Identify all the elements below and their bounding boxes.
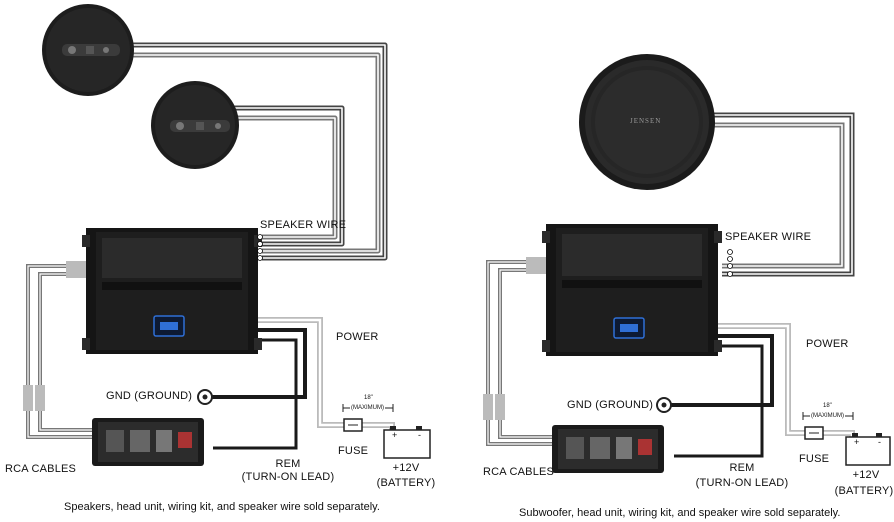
left-rca-label: RCA CABLES [5,463,77,475]
subwoofer-brand-logo: JENSEN [630,117,662,125]
left-battery-plus: + [392,430,398,440]
left-wiring-diagram [23,4,431,466]
left-caption: Speakers, head unit, wiring kit, and spe… [64,501,380,513]
left-fuse-label: FUSE [338,445,369,457]
left-head-unit [92,418,204,466]
left-speaker-wire-label: SPEAKER WIRE [260,219,347,231]
right-rca-cables [483,257,552,446]
right-battery-plus: + [854,437,860,447]
right-head-unit [552,425,664,473]
left-fuse-distance-note: (MAXIMUM) [350,405,385,411]
right-ground-label: GND (GROUND) [567,399,654,411]
right-fuse-distance: 18" [823,403,832,409]
right-battery-minus: - [878,437,882,447]
right-wiring-diagram [483,54,891,473]
right-battery-label: (BATTERY) [834,485,894,497]
right-speaker-wires [712,112,855,277]
right-fuse-distance-note: (MAXIMUM) [810,413,845,419]
left-battery-minus: - [418,430,422,440]
left-amplifier [82,228,263,354]
right-battery [845,433,891,466]
right-fuse [804,426,824,440]
left-speaker-1 [42,4,134,96]
right-fuse-label: FUSE [799,453,830,465]
left-battery-label: (BATTERY) [376,477,436,489]
right-rem-label-line1: REM [729,462,755,474]
left-power-label: POWER [336,331,379,343]
left-fuse [343,418,363,432]
right-ground-terminal [656,397,672,413]
left-speaker-2 [151,81,239,169]
left-fuse-distance: 18" [364,395,373,401]
left-ground-label: GND (GROUND) [106,390,193,402]
right-power-label: POWER [806,338,849,350]
left-rem-label-line1: REM [275,458,301,470]
left-rem-label-line2: (TURN-ON LEAD) [241,471,335,483]
left-ground-terminal [197,389,213,405]
left-speaker-wires [128,42,388,261]
right-battery-voltage: +12V [852,469,880,481]
right-speaker-wire-label: SPEAKER WIRE [725,231,812,243]
left-battery [383,426,431,459]
right-amplifier [542,224,733,356]
left-battery-voltage: +12V [392,462,420,474]
right-rem-label-line2: (TURN-ON LEAD) [695,477,789,489]
right-subwoofer [579,54,715,190]
right-rca-label: RCA CABLES [483,466,555,478]
left-rca-cables [23,261,92,439]
right-caption: Subwoofer, head unit, wiring kit, and sp… [519,507,841,519]
